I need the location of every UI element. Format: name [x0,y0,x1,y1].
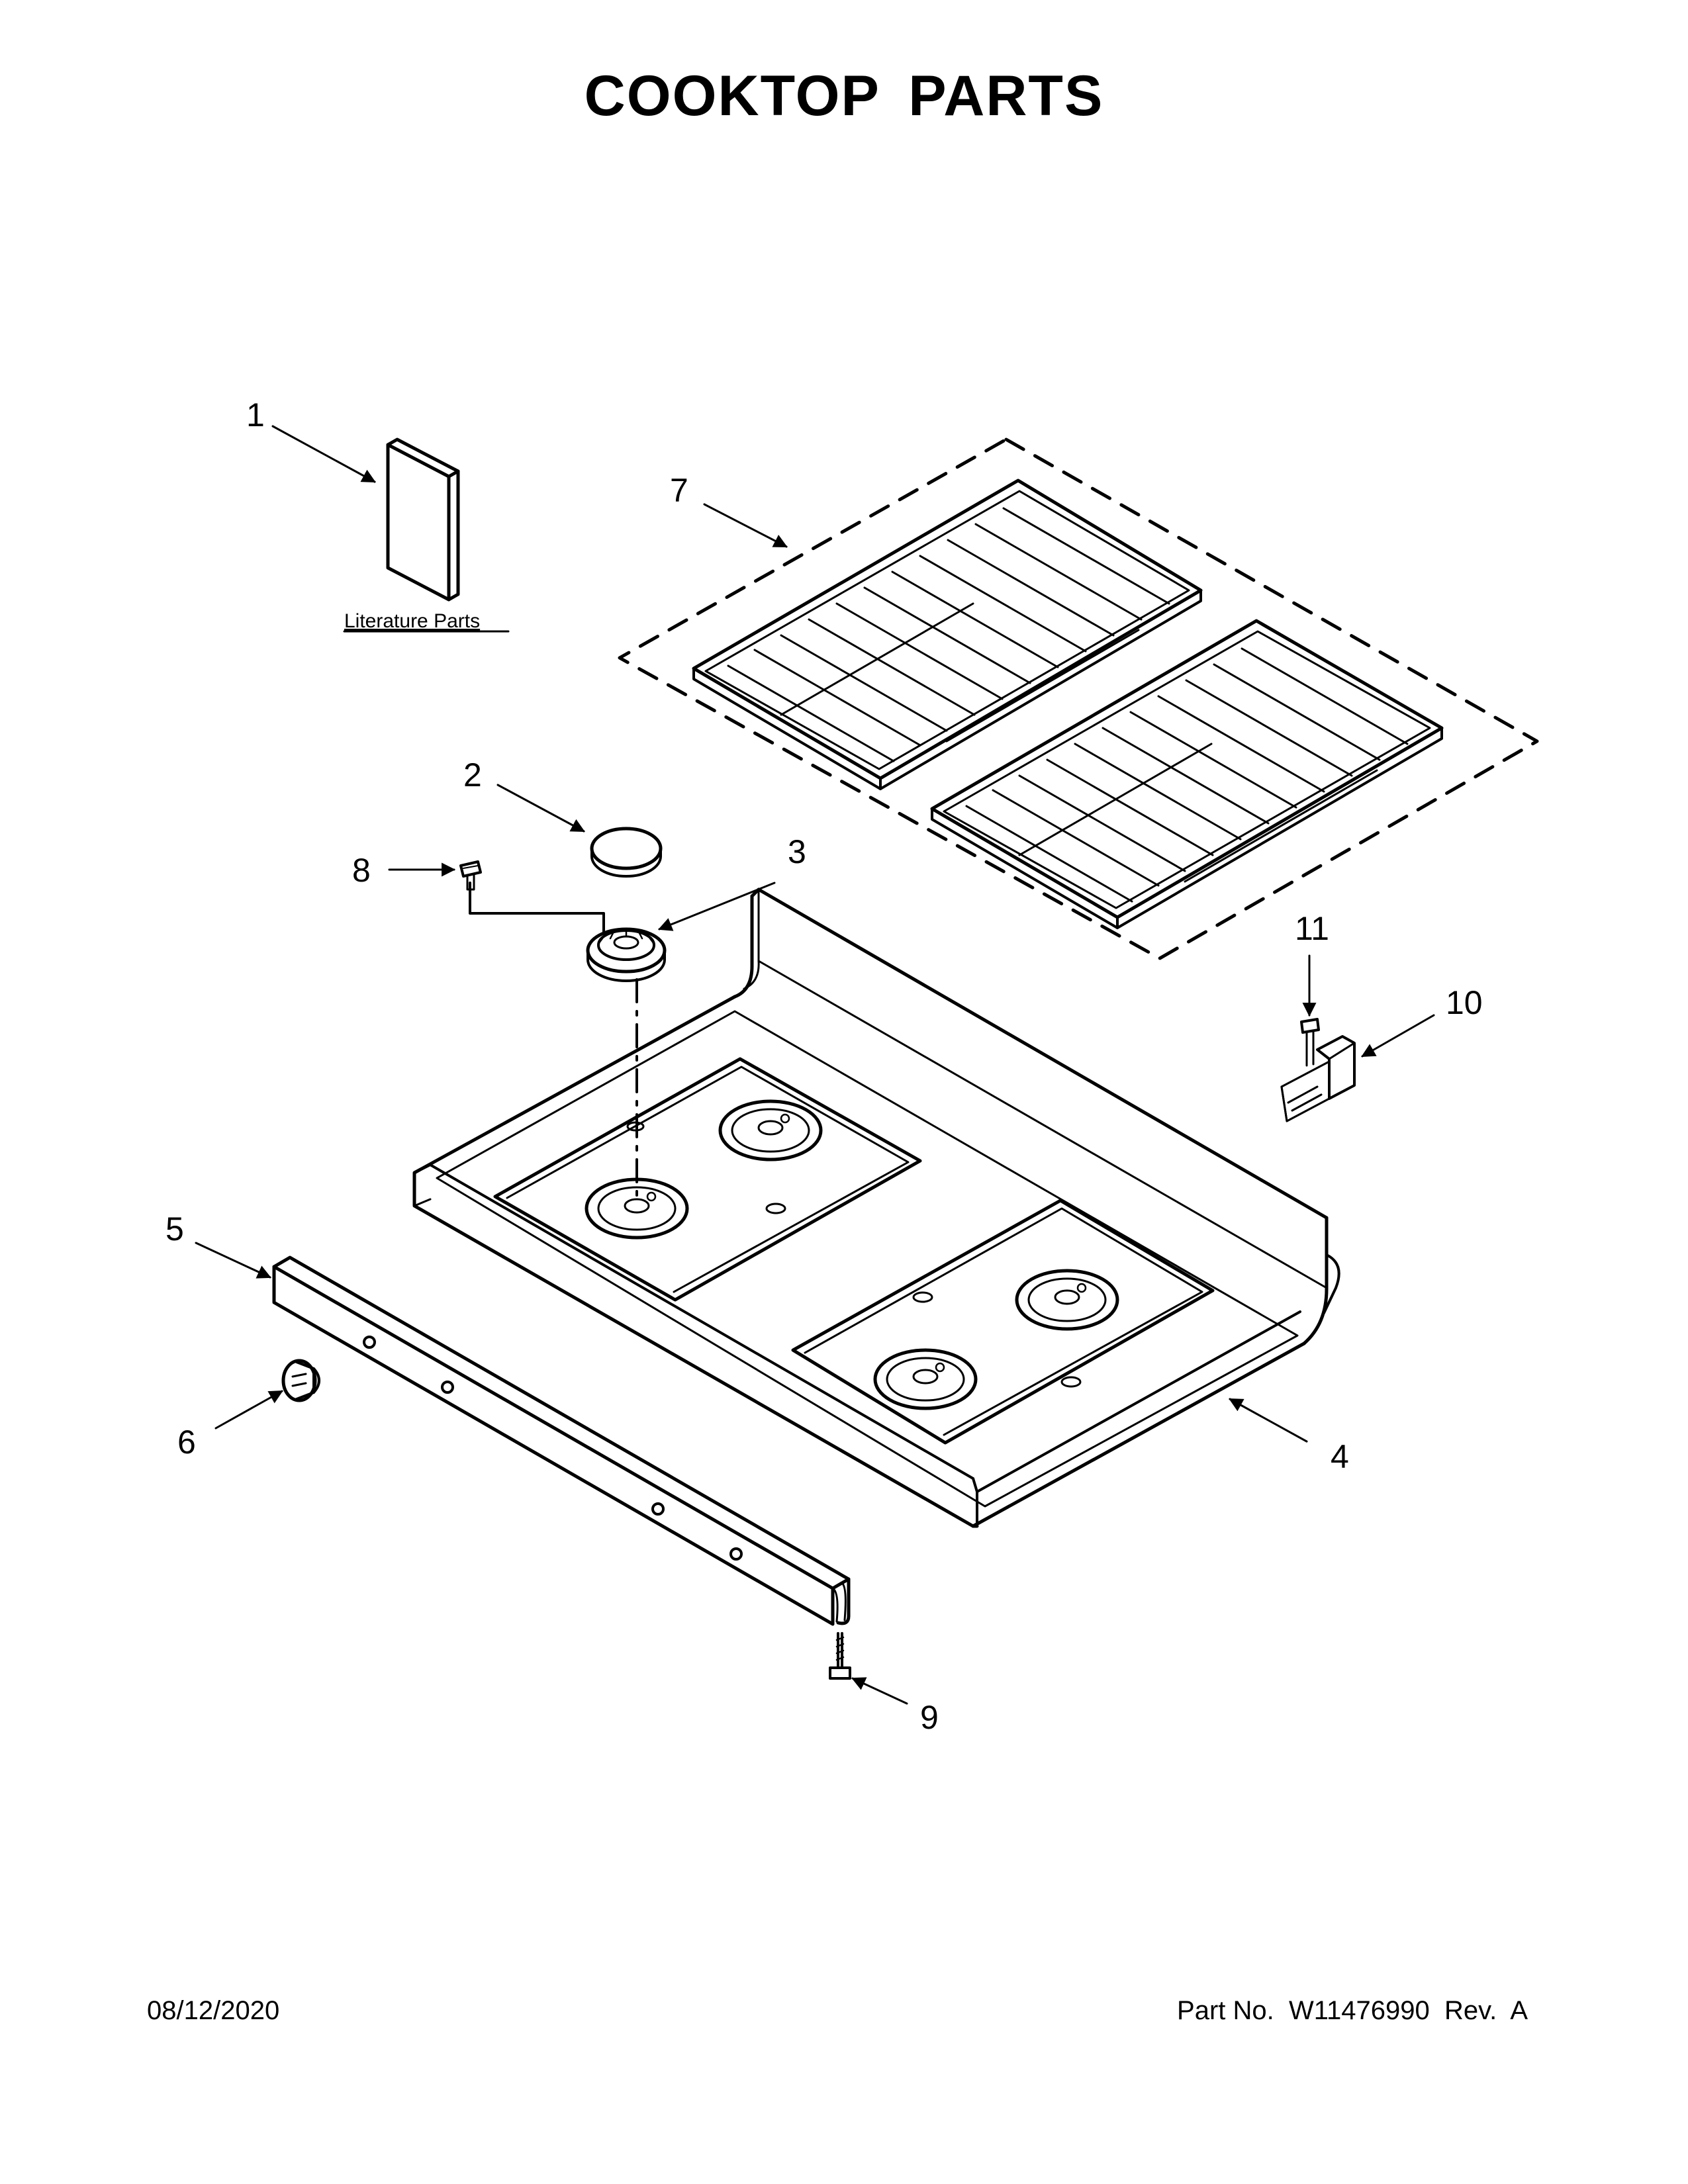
callout-4: 4 [1331,1438,1349,1475]
page-title: COOKTOP PARTS [584,64,1104,128]
cooktop-burner-right-front [873,1348,978,1410]
callout-1: 1 [246,396,265,433]
callout-3: 3 [788,833,806,870]
left-grate [692,478,1203,790]
callout-2: 2 [463,756,482,794]
right-grate [930,619,1444,929]
literature-parts-label: Literature Parts [344,610,480,632]
callout-8: 8 [352,852,371,889]
callout-7: 7 [670,472,688,509]
callout-leaders [195,425,1435,1705]
callout-6: 6 [177,1424,196,1461]
rev-label: Rev. [1444,1996,1497,2025]
control-knob [281,1359,320,1402]
cooktop-burner-right-rear [1015,1269,1119,1331]
screw-8 [459,860,482,891]
control-panel [272,1255,851,1626]
callout-11: 11 [1295,910,1329,947]
cooktop-burner-left-front [585,1177,689,1240]
footer-date: 08/12/2020 [147,1996,280,2025]
literature-booklet: Literature Parts [343,437,510,633]
part-no-label: Part No. [1177,1996,1274,2025]
callout-10: 10 [1446,984,1483,1021]
burner-grates [618,437,1539,960]
rev-value: A [1510,1996,1528,2025]
cooktop [412,887,1340,1528]
part-no-value: W11476990 [1289,1996,1430,2025]
burner-base [469,882,667,1205]
cooktop-burner-left-rear [718,1099,823,1161]
callout-5: 5 [165,1210,184,1248]
screw-11 [1300,1018,1320,1067]
screw-9 [829,1632,851,1680]
footer-part-number: Part No. W11476990 Rev. A [1177,1996,1528,2026]
anti-tip-bracket [1280,1035,1356,1122]
callout-9: 9 [920,1699,939,1736]
burner-cap [590,827,663,878]
